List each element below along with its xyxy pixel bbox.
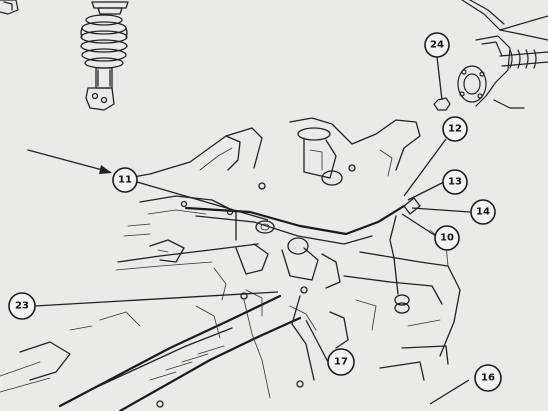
strut-spring-assembly: [80, 1, 129, 111]
callout-13-label: 13: [448, 177, 462, 188]
callout-14: 14: [470, 199, 496, 225]
callout-11: 11: [112, 167, 138, 193]
callout-24-label: 24: [430, 40, 444, 51]
callout-23-label: 23: [15, 301, 29, 312]
callout-23: 23: [8, 292, 36, 320]
callout-11-label: 11: [118, 175, 132, 186]
callout-13: 13: [442, 169, 468, 195]
callout-10: 10: [434, 225, 460, 251]
callout-12-label: 12: [448, 124, 462, 135]
leader-lines: [34, 56, 471, 405]
callout-14-label: 14: [476, 207, 490, 218]
bracket-fragment-topleft: [0, 0, 19, 15]
callout-12: 12: [442, 116, 468, 142]
callout-17: 17: [327, 348, 355, 376]
callout-10-label: 10: [440, 233, 454, 244]
callout-16: 16: [474, 364, 502, 392]
callout-16-label: 16: [481, 373, 495, 384]
hub-knuckle-assembly: [433, 0, 548, 111]
body-subframe: [0, 117, 461, 411]
pointer-arrow: [27, 149, 112, 174]
callout-24: 24: [424, 32, 450, 58]
callout-17-label: 17: [334, 357, 348, 368]
